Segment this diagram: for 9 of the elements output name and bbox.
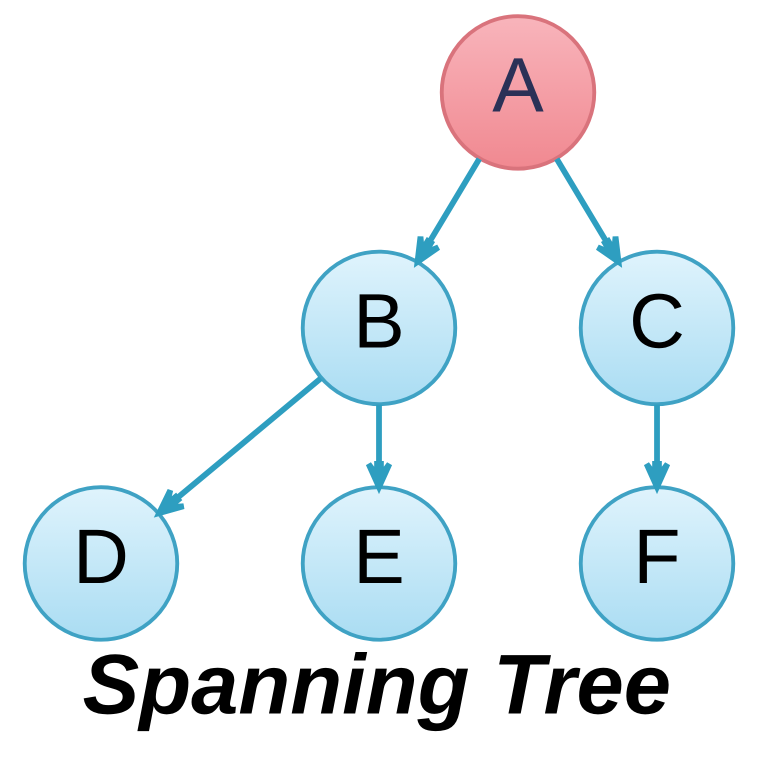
arrow (414, 157, 482, 265)
arrow (554, 157, 622, 265)
node-circle: E (300, 485, 458, 642)
node-circle: B (300, 250, 458, 406)
node-circle: C (578, 250, 736, 406)
node-circle: D (22, 485, 180, 642)
arrow (156, 376, 323, 516)
node-circle: A (440, 14, 596, 171)
node-circle: F (578, 485, 736, 642)
